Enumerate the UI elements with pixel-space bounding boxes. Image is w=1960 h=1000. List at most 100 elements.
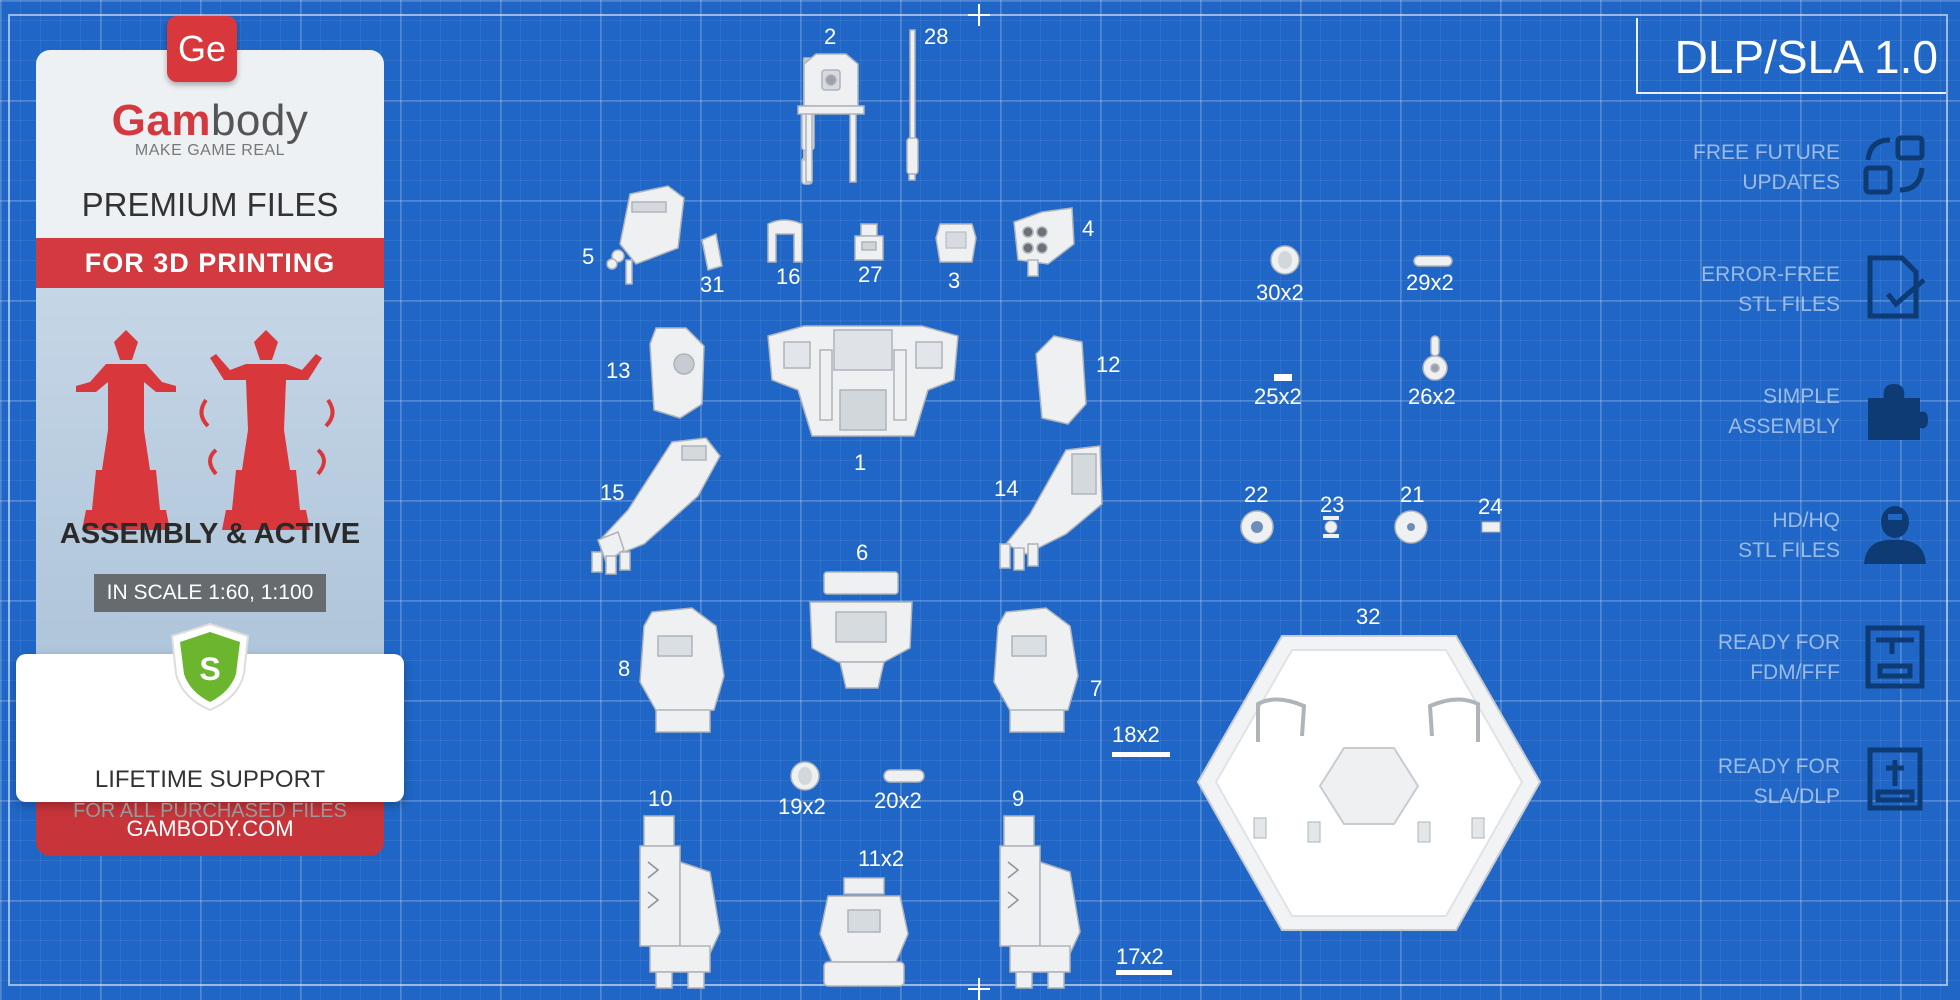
part-label: 7 bbox=[1090, 676, 1103, 701]
part-label: 31 bbox=[700, 272, 725, 297]
part-label: 3 bbox=[948, 268, 961, 293]
promo-card: Ge Gambody MAKE GAME REAL PREMIUM FILES … bbox=[16, 16, 404, 856]
shield-letter: S bbox=[199, 651, 220, 687]
part-label: 28 bbox=[924, 24, 949, 49]
part-label: 18x2 bbox=[1112, 722, 1160, 747]
part-5-gun bbox=[606, 185, 685, 285]
feature-line: ERROR-FREE bbox=[1701, 263, 1840, 286]
fdm-printer-icon bbox=[1865, 625, 1925, 689]
update-icon bbox=[1863, 135, 1925, 195]
part-label: 4 bbox=[1082, 216, 1095, 241]
part-label: 30x2 bbox=[1256, 280, 1304, 305]
part-label: 27 bbox=[858, 262, 883, 287]
part-2-frame bbox=[797, 53, 865, 183]
feature-line: READY FOR bbox=[1717, 631, 1840, 654]
part-23-bolt bbox=[1323, 516, 1339, 538]
part-label: 24 bbox=[1478, 494, 1503, 519]
part-14-arm bbox=[999, 445, 1103, 571]
part-28-rod bbox=[906, 29, 919, 181]
part-18-bar bbox=[1112, 752, 1170, 757]
crosshair-mark bbox=[968, 4, 990, 26]
part-label: 17x2 bbox=[1116, 944, 1164, 969]
gambody-logo-badge: Ge bbox=[167, 16, 237, 82]
version-label: DLP/SLA 1.0 bbox=[1674, 31, 1938, 83]
part-22-disc bbox=[1240, 510, 1274, 544]
file-check-icon bbox=[1867, 255, 1926, 319]
part-9-leg bbox=[999, 815, 1081, 989]
version-box: DLP/SLA 1.0 bbox=[1636, 18, 1946, 94]
part-label: 9 bbox=[1012, 786, 1025, 811]
part-label: 5 bbox=[582, 244, 595, 269]
part-label: 14 bbox=[994, 476, 1019, 501]
part-7-thigh bbox=[993, 607, 1079, 733]
part-label: 13 bbox=[606, 358, 631, 383]
assembly-active-heading: ASSEMBLY & ACTIVE bbox=[59, 518, 361, 550]
brand-tagline: MAKE GAME REAL bbox=[134, 142, 286, 159]
part-32-base bbox=[1196, 635, 1542, 931]
part-6-pelvis bbox=[809, 571, 913, 689]
part-label: 25x2 bbox=[1254, 384, 1302, 409]
part-10-leg bbox=[639, 815, 721, 989]
static-figure-icon bbox=[76, 330, 176, 530]
assembly-figures-illustration bbox=[76, 330, 335, 530]
brand-part-1: Gam bbox=[111, 96, 211, 145]
shield-icon: S bbox=[170, 622, 250, 712]
part-label: 22 bbox=[1244, 482, 1269, 507]
brand-name: Gambody bbox=[36, 96, 384, 146]
part-31-piece bbox=[701, 232, 723, 271]
part-3-housing bbox=[935, 223, 977, 263]
part-label: 6 bbox=[856, 540, 869, 565]
part-label: 20x2 bbox=[874, 788, 922, 813]
brand-part-2: body bbox=[210, 96, 309, 145]
part-27-block bbox=[854, 223, 884, 261]
feature-line: STL FILES bbox=[1738, 293, 1840, 316]
part-label: 32 bbox=[1356, 604, 1381, 629]
feature-line: FDM/FFF bbox=[1750, 661, 1840, 684]
part-label: 11x2 bbox=[858, 846, 905, 871]
part-label: 23 bbox=[1320, 492, 1345, 517]
part-label: 16 bbox=[776, 264, 801, 289]
part-30-gear bbox=[1270, 245, 1300, 275]
feature-free-updates: FREE FUTURE UPDATES bbox=[1560, 138, 1840, 198]
part-label: 2 bbox=[824, 24, 837, 49]
part-25-tab bbox=[1274, 374, 1292, 381]
feature-line: READY FOR bbox=[1717, 755, 1840, 778]
part-label: 10 bbox=[648, 786, 673, 811]
part-label: 8 bbox=[618, 656, 631, 681]
part-26-gear-arm bbox=[1422, 335, 1448, 381]
part-label: 1 bbox=[854, 450, 867, 475]
feature-line: HD/HQ bbox=[1772, 509, 1840, 532]
feature-hd-hq: HD/HQ STL FILES bbox=[1560, 506, 1840, 566]
bust-icon bbox=[1864, 506, 1926, 564]
feature-line: SIMPLE bbox=[1762, 385, 1840, 408]
part-13-shoulder bbox=[649, 327, 705, 419]
part-label: 21 bbox=[1400, 482, 1425, 507]
part-label: 15 bbox=[600, 480, 625, 505]
part-11-foot bbox=[819, 877, 909, 987]
site-link[interactable]: GAMBODY.COM bbox=[126, 816, 294, 841]
lifetime-support-text: LIFETIME SUPPORT bbox=[94, 766, 326, 793]
part-label: 12 bbox=[1096, 352, 1121, 377]
part-12-shoulder bbox=[1035, 335, 1087, 425]
part-16-bracket bbox=[767, 219, 803, 263]
part-15-arm bbox=[591, 437, 721, 575]
feature-line: ASSEMBLY bbox=[1728, 415, 1840, 438]
feature-line: UPDATES bbox=[1742, 171, 1840, 194]
part-label: 26x2 bbox=[1408, 384, 1456, 409]
part-label: 29x2 bbox=[1406, 270, 1454, 295]
part-4-launcher bbox=[1013, 207, 1075, 277]
sla-printer-icon bbox=[1867, 747, 1923, 811]
crosshair-mark bbox=[968, 978, 990, 1000]
feature-line: STL FILES bbox=[1738, 539, 1840, 562]
part-17-bar bbox=[1116, 970, 1172, 975]
scale-badge: IN SCALE 1:60, 1:100 bbox=[94, 574, 326, 612]
part-19-gear bbox=[790, 761, 820, 791]
puzzle-icon bbox=[1868, 384, 1928, 440]
feature-line: FREE FUTURE bbox=[1693, 141, 1840, 164]
part-1-torso bbox=[767, 325, 959, 437]
part-29-pin bbox=[1413, 255, 1453, 267]
part-24-clip bbox=[1481, 521, 1501, 533]
premium-files-heading: PREMIUM FILES bbox=[81, 186, 339, 223]
feature-error-free: ERROR-FREE STL FILES bbox=[1560, 260, 1840, 320]
